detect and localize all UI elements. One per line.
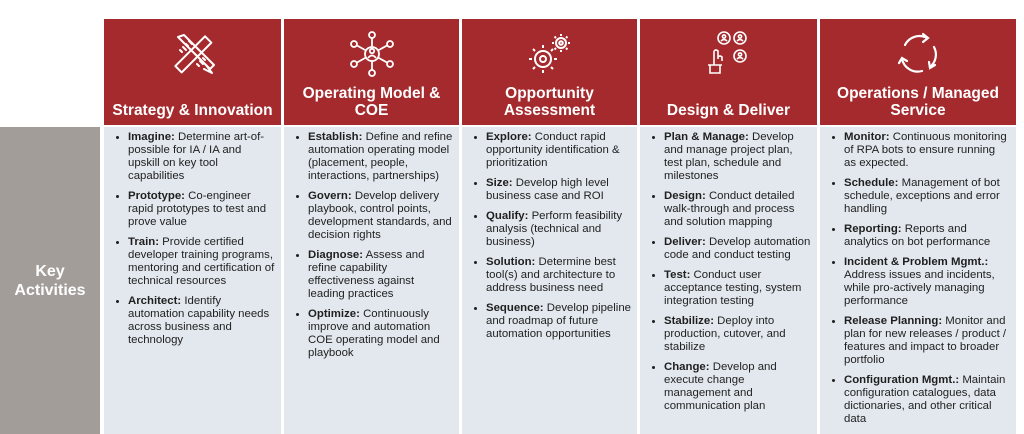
column-header: Operations / Managed Service [820,19,1016,125]
network-people-icon [349,31,394,77]
list-item: Imagine: Determine art-of-possible for I… [128,131,275,183]
column-header: Opportunity Assessment [462,19,637,125]
column-operations-managed-service: Operations / Managed Service Monitor: Co… [820,19,1016,434]
column-title: Design & Deliver [666,102,791,119]
list-item: Change: Develop and execute change manag… [664,361,811,413]
list-item: Reporting: Reports and analytics on bot … [844,223,1010,249]
list-item: Diagnose: Assess and refine capability e… [308,249,453,301]
column-title: Operations / Managed Service [837,85,999,119]
hand-people-icon [707,31,747,74]
list-item: Architect: Identify automation capabilit… [128,295,275,347]
column-title: Strategy & Innovation [112,102,273,119]
list-item: Deliver: Develop automation code and con… [664,236,811,262]
pencil-ruler-icon [173,34,215,74]
list-item: Train: Provide certified developer train… [128,236,275,288]
column-header: Design & Deliver [640,19,817,125]
list-item: Design: Conduct detailed walk-through an… [664,190,811,229]
column-title: Operating Model & COE [302,85,441,119]
column-body: Imagine: Determine art-of-possible for I… [104,127,281,434]
list-item: Release Planning: Monitor and plan for n… [844,315,1010,367]
list-item: Prototype: Co-engineer rapid prototypes … [128,190,275,229]
cycle-arrows-icon [897,32,937,73]
column-header: Operating Model & COE [284,19,459,125]
column-strategy-innovation: Strategy & Innovation Imagine: Determine… [104,19,281,434]
column-body: Plan & Manage: Develop and manage projec… [640,127,817,434]
list-item: Monitor: Continuous monitoring of RPA bo… [844,131,1010,170]
list-item: Establish: Define and refine automation … [308,131,453,183]
column-design-deliver: Design & Deliver Plan & Manage: Develop … [640,19,817,434]
column-operating-model-coe: Operating Model & COE Establish: Define … [284,19,459,434]
list-item: Configuration Mgmt.: Maintain configurat… [844,374,1010,426]
list-item: Test: Conduct user acceptance testing, s… [664,269,811,308]
list-item: Plan & Manage: Develop and manage projec… [664,131,811,183]
column-opportunity-assessment: Opportunity Assessment Explore: Conduct … [462,19,637,434]
column-header: Strategy & Innovation [104,19,281,125]
list-item: Explore: Conduct rapid opportunity ident… [486,131,631,170]
gears-icon [528,34,570,73]
list-item: Optimize: Continuously improve and autom… [308,308,453,360]
column-body: Monitor: Continuous monitoring of RPA bo… [820,127,1016,434]
list-item: Sequence: Develop pipeline and roadmap o… [486,302,631,341]
list-item: Solution: Determine best tool(s) and arc… [486,256,631,295]
list-item: Incident & Problem Mgmt.: Address issues… [844,256,1010,308]
column-body: Establish: Define and refine automation … [284,127,459,434]
list-item: Qualify: Perform feasibility analysis (t… [486,210,631,249]
list-item: Govern: Develop delivery playbook, contr… [308,190,453,242]
list-item: Size: Develop high level business case a… [486,177,631,203]
list-item: Stabilize: Deploy into production, cutov… [664,315,811,354]
column-title: Opportunity Assessment [503,85,596,119]
key-activities-label: Key Activities [0,127,100,434]
column-body: Explore: Conduct rapid opportunity ident… [462,127,637,434]
list-item: Schedule: Management of bot schedule, ex… [844,177,1010,216]
